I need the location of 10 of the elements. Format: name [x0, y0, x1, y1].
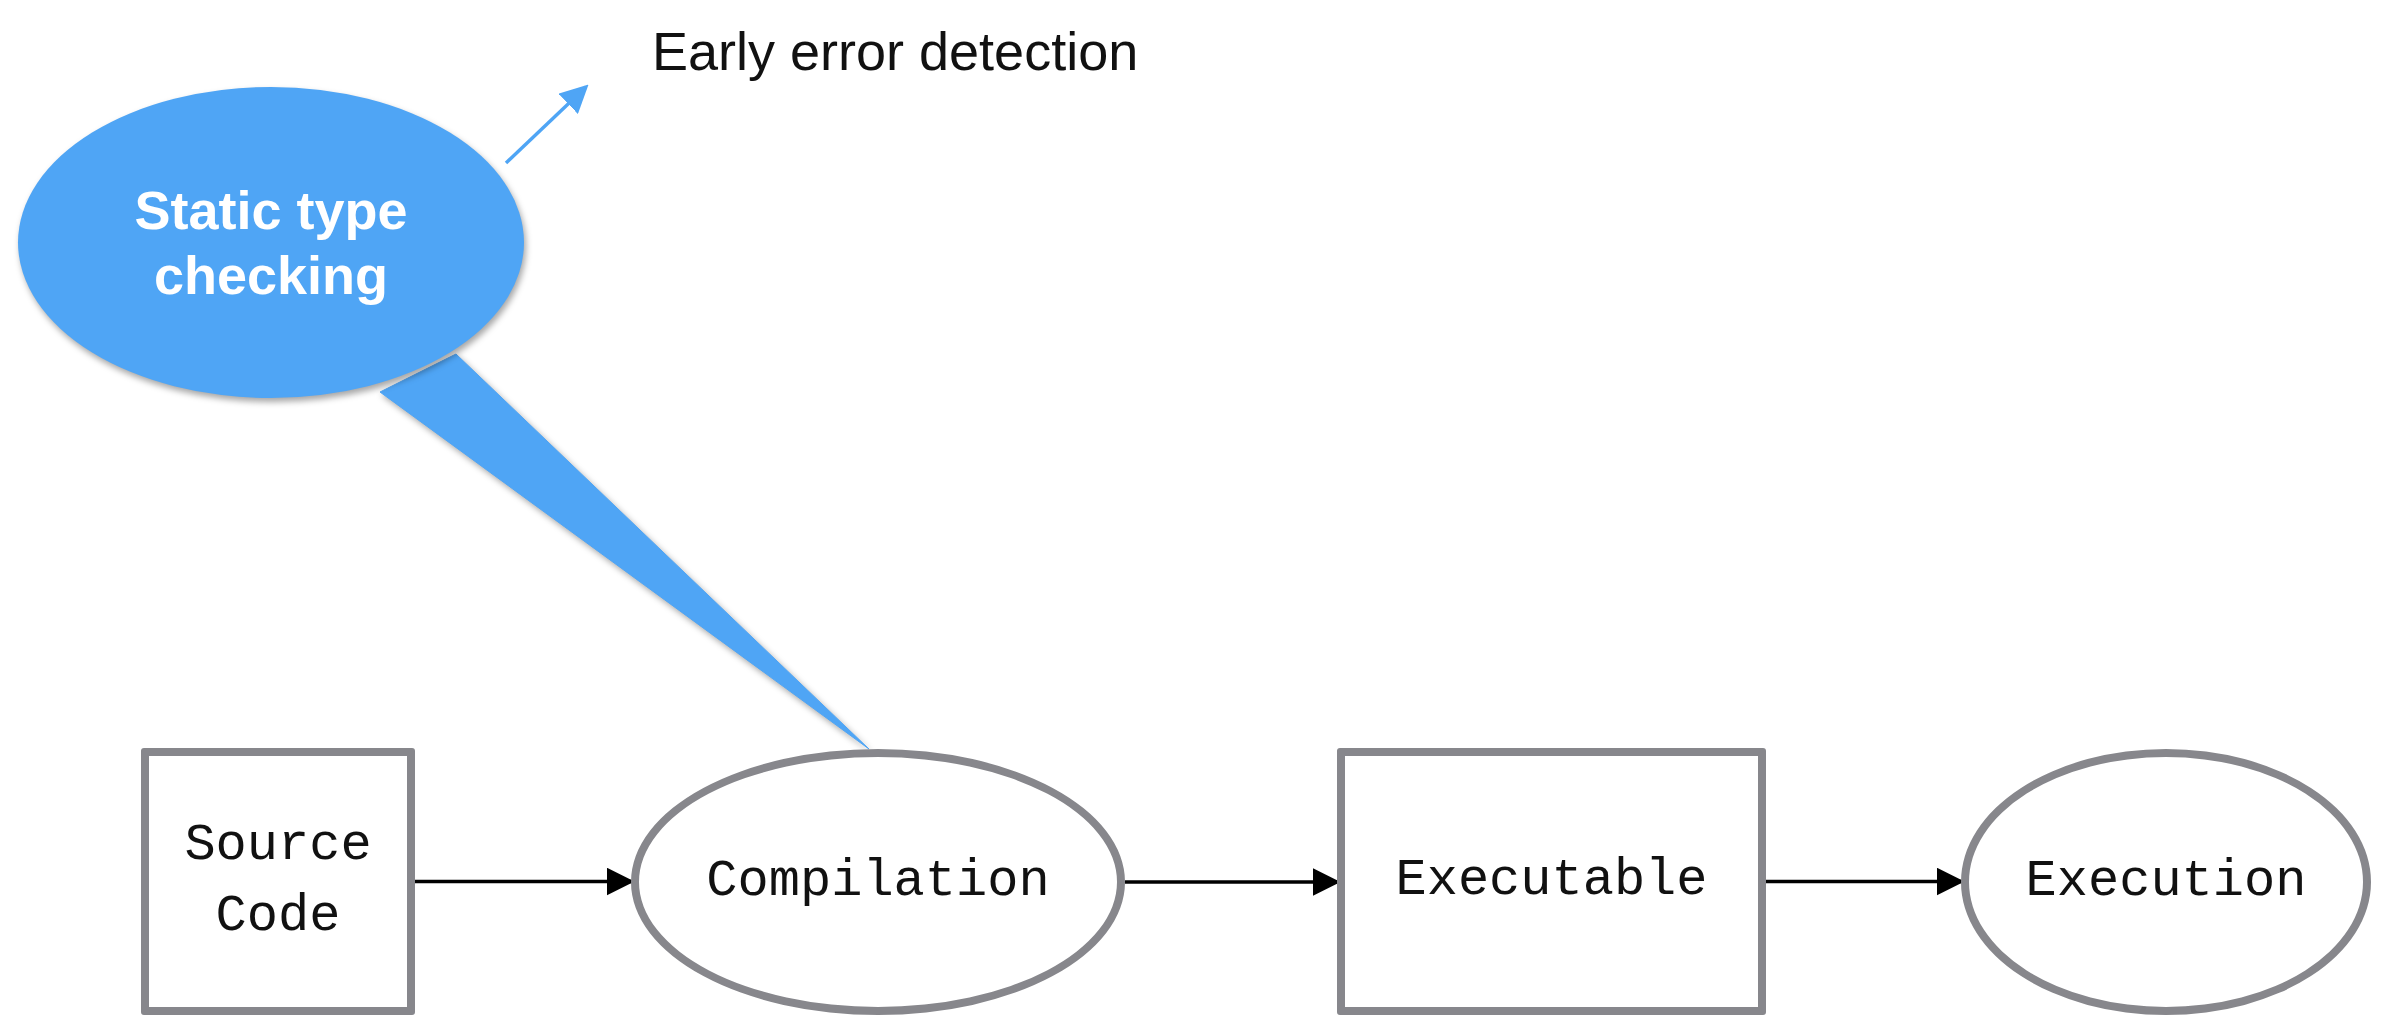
node-label: Compilation [706, 850, 1050, 913]
process-box [1337, 748, 1766, 1015]
node-label: Execution [2025, 850, 2307, 913]
node-label: Source Code [183, 815, 373, 948]
node-label: Static type checking [133, 178, 409, 307]
callout-tail [379, 353, 870, 750]
node-label: Early error detection [652, 20, 1139, 82]
node-label: Executable [1395, 850, 1708, 913]
arrow [504, 84, 589, 165]
process-box [141, 748, 415, 1015]
